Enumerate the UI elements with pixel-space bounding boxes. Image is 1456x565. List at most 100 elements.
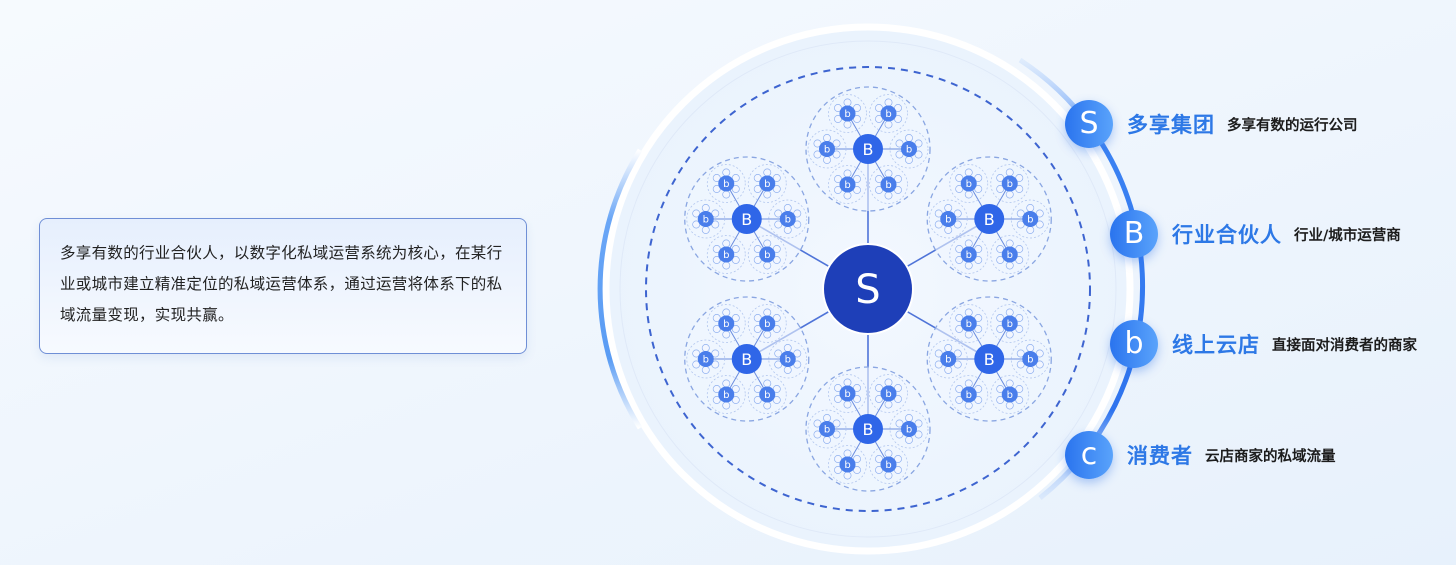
consumer-dot — [996, 314, 1005, 322]
store-node-label: b — [723, 250, 729, 261]
consumer-dot — [1015, 314, 1024, 322]
intro-card: 多享有数的行业合伙人，以数字化私域运营系统为核心，在某行业或城市建立精准定位的私… — [39, 218, 527, 354]
consumer-dot — [843, 471, 852, 480]
partner-node — [853, 414, 883, 444]
consumer-dot — [1016, 349, 1025, 358]
partner-node-label: B — [863, 140, 874, 159]
consumer-dot — [763, 190, 772, 199]
c-badge-icon: c — [1065, 431, 1113, 479]
consumer-dot — [774, 220, 783, 229]
store-node-label: b — [945, 215, 951, 226]
consumer-dot — [793, 360, 802, 369]
consumer-dot — [853, 466, 861, 474]
consumer-dot — [753, 256, 762, 264]
consumer-dot — [843, 449, 852, 458]
store-node — [880, 176, 897, 193]
store-node — [779, 211, 796, 227]
consumer-dot — [701, 226, 710, 234]
consumer-dot — [793, 209, 802, 218]
consumer-dot — [1015, 174, 1024, 182]
store-node-label: b — [1027, 355, 1033, 366]
store-node-label: b — [844, 109, 850, 120]
consumer-dot — [964, 261, 973, 270]
consumer-dot — [711, 209, 720, 218]
partner-node — [853, 134, 883, 164]
consumer-dot — [884, 378, 893, 387]
consumer-dot — [692, 349, 701, 358]
store-node — [1022, 351, 1039, 367]
consumer-dot — [774, 209, 783, 218]
legend-title: 线上云店 — [1172, 333, 1260, 357]
store-node-label: b — [764, 319, 770, 330]
consumer-dot — [772, 256, 781, 264]
store-node-label: b — [966, 390, 972, 401]
store-node-label: b — [844, 460, 850, 471]
store-node — [819, 421, 835, 437]
consumer-dot — [955, 396, 964, 404]
store-node — [901, 421, 917, 437]
legend-desc: 行业/城市运营商 — [1294, 227, 1401, 244]
consumer-dot — [875, 186, 883, 194]
store-node-label: b — [764, 179, 770, 190]
consumer-dot — [1005, 239, 1014, 248]
consumer-dot — [934, 349, 943, 358]
consumer-dot — [722, 308, 731, 317]
consumer-dot — [914, 419, 923, 428]
consumer-dot — [905, 134, 913, 142]
store-node-label: b — [966, 250, 972, 261]
consumer-dot — [712, 396, 721, 404]
consumer-dot — [853, 186, 861, 194]
consumer-dot — [834, 384, 842, 392]
outer-dashed-circle — [645, 66, 1091, 512]
consumer-dot — [953, 349, 962, 358]
store-node — [940, 351, 957, 367]
consumer-dot — [753, 325, 762, 333]
consumer-dot — [731, 385, 740, 393]
legend-item-store: b 线上云店 直接面对消费者的商家 — [1110, 320, 1417, 368]
consumer-dot — [884, 120, 893, 129]
consumer-dot — [1015, 396, 1024, 404]
consumer-dot — [834, 115, 842, 123]
consumer-dot — [783, 226, 792, 234]
consumer-dot — [853, 384, 861, 392]
consumer-dot — [1035, 209, 1044, 218]
consumer-dot — [1035, 360, 1044, 369]
consumer-dot — [944, 226, 953, 234]
store-node — [697, 351, 714, 367]
consumer-dot — [1016, 220, 1025, 229]
consumer-dot — [712, 185, 721, 193]
consumer-dot — [712, 385, 721, 393]
consumer-dot — [1026, 226, 1035, 234]
consumer-dot — [875, 115, 883, 123]
consumer-dot — [853, 104, 861, 112]
consumer-dot — [1005, 261, 1014, 270]
consumer-dot — [701, 204, 710, 212]
consumer-dot — [884, 400, 893, 409]
consumer-dot — [832, 430, 841, 439]
consumer-dot — [763, 168, 772, 177]
consumer-dot — [1015, 185, 1024, 193]
store-node-label: b — [703, 355, 709, 366]
consumer-dot — [953, 209, 962, 218]
consumer-dot — [731, 325, 740, 333]
store-node — [759, 175, 776, 192]
consumer-dot — [1005, 379, 1014, 388]
consumer-dot — [843, 378, 852, 387]
consumer-dot — [783, 204, 792, 212]
consumer-dot — [955, 245, 964, 253]
store-node-label: b — [906, 425, 912, 436]
consumer-dot — [722, 190, 731, 199]
consumer-dot — [763, 401, 772, 410]
consumer-dot — [1015, 245, 1024, 253]
left-blue-arc — [597, 148, 643, 430]
consumer-dot — [813, 139, 822, 148]
consumer-dot — [843, 169, 852, 178]
store-node-label: b — [703, 215, 709, 226]
consumer-dot — [832, 139, 841, 148]
consumer-dot — [974, 185, 983, 193]
store-node-label: b — [885, 460, 891, 471]
consumer-dot — [895, 150, 904, 159]
